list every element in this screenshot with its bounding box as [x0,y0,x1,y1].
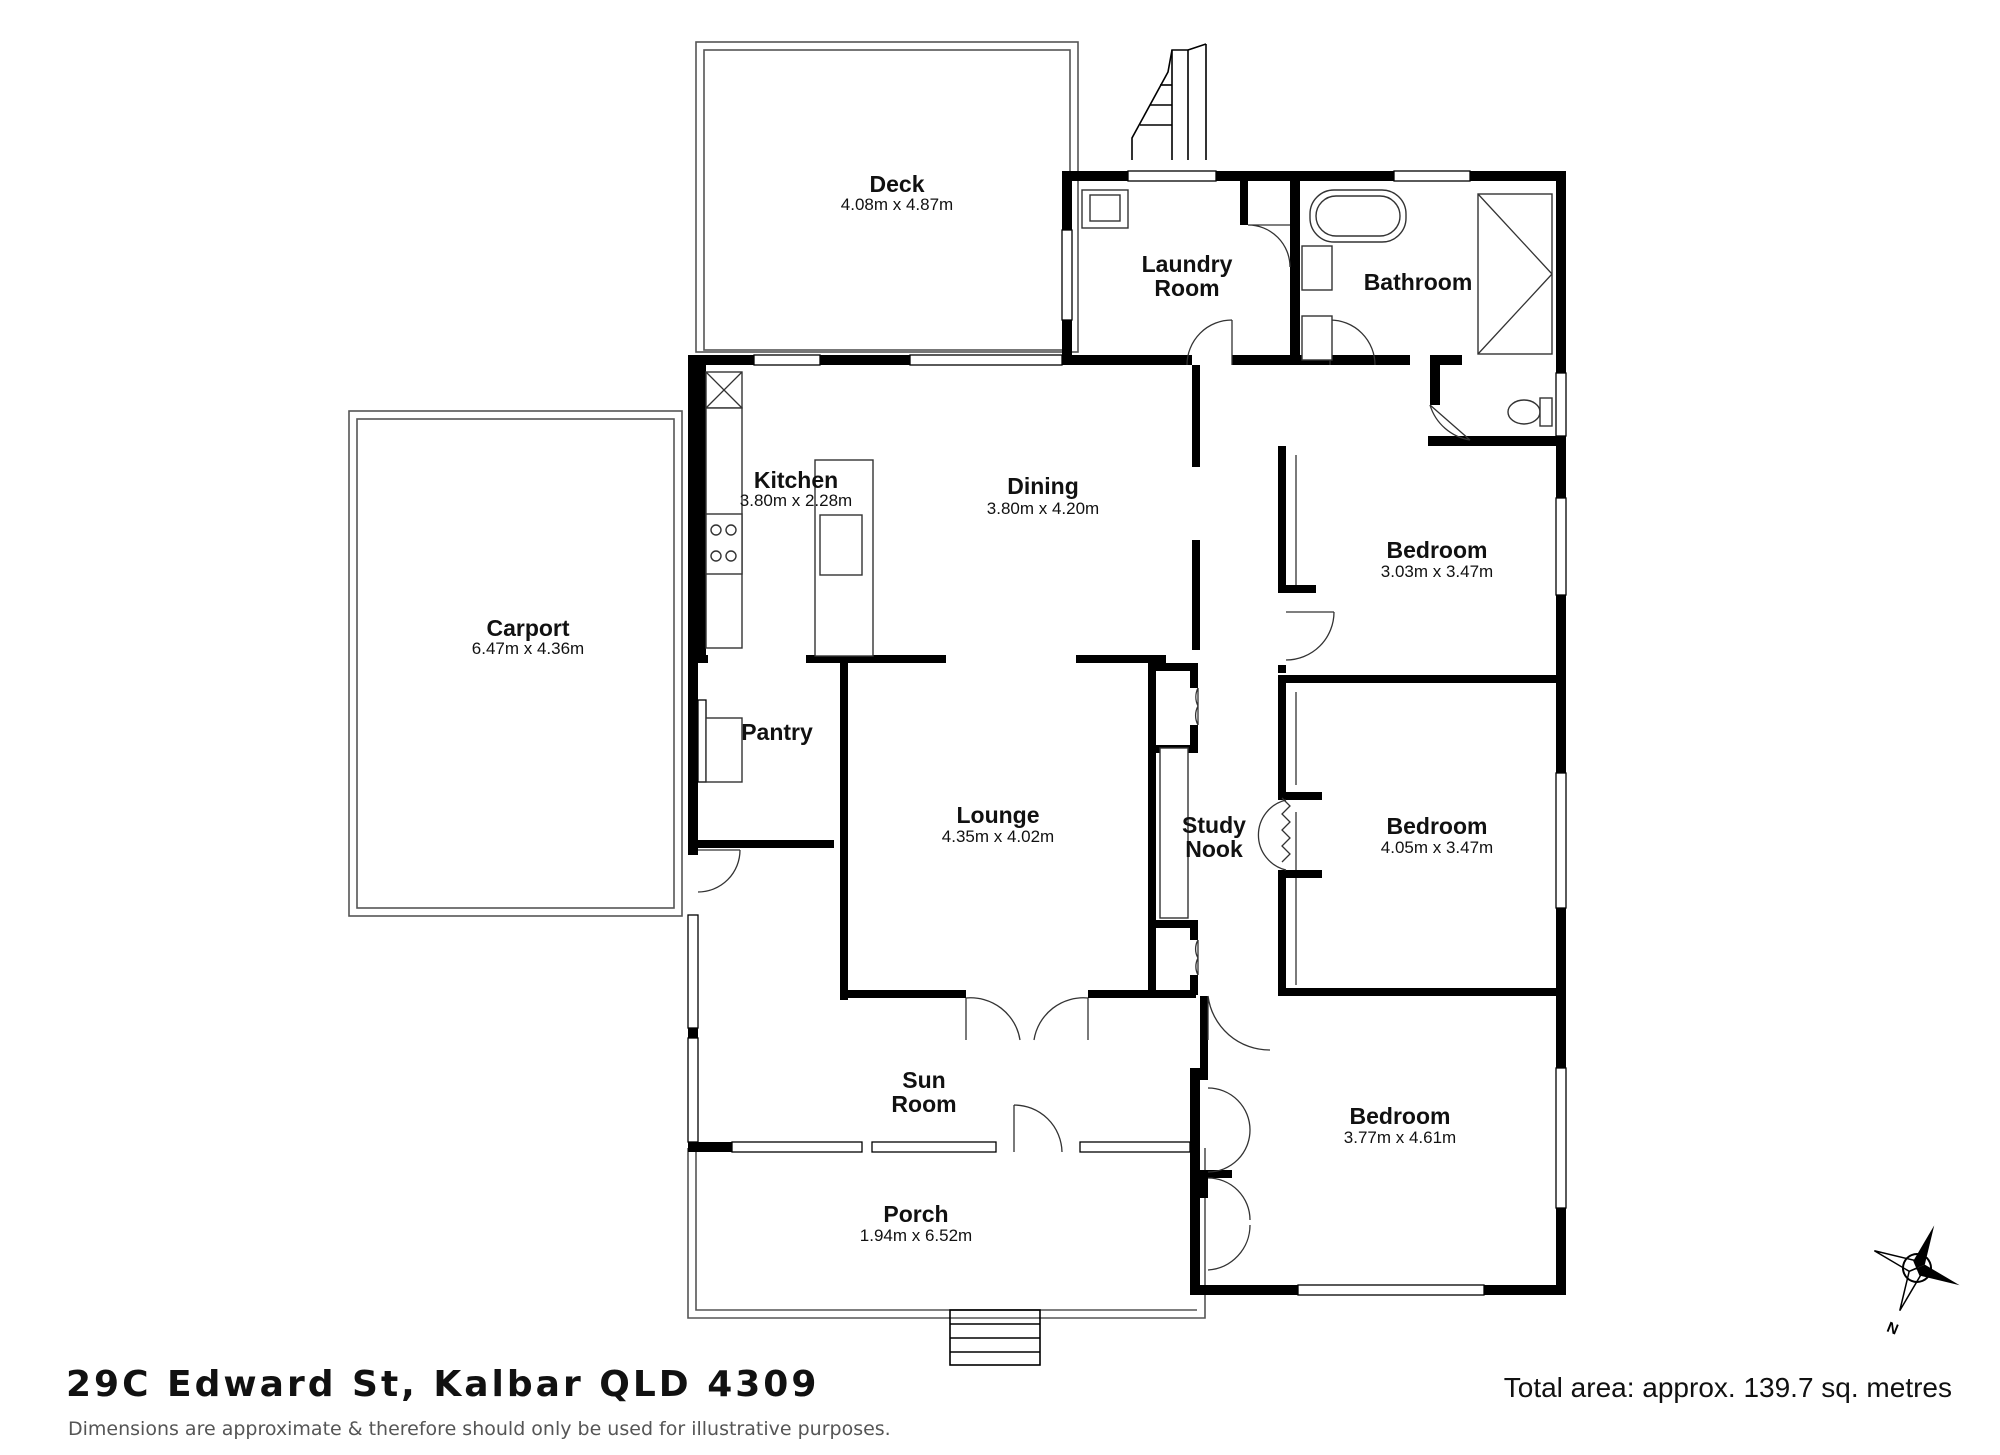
kitchen-sink [819,514,863,576]
svg-text:3.77m x 4.61m: 3.77m x 4.61m [1344,1128,1456,1147]
room-bedroom-1: Bedroom 3.03m x 3.47m [1381,537,1493,581]
disclaimer: Dimensions are approximate & therefore s… [68,1418,891,1440]
cooktop [705,513,743,575]
property-address: 29C Edward St, Kalbar QLD 4309 [66,1364,820,1405]
fixtures [705,189,1553,919]
doors [697,224,1471,1271]
toilet [1507,399,1541,425]
interior-walls [698,181,1566,1198]
deck-stairs [1131,43,1207,160]
room-laundry: Laundry Room [1142,251,1233,301]
room-lounge: Lounge 4.35m x 4.02m [942,802,1054,846]
svg-text:1.94m x 6.52m: 1.94m x 6.52m [860,1226,972,1245]
pantry-sink [705,717,743,783]
svg-text:Kitchen: Kitchen [754,467,838,493]
svg-text:Porch: Porch [883,1201,948,1227]
svg-text:3.03m x 3.47m: 3.03m x 3.47m [1381,562,1493,581]
compass-icon: N [1873,1225,1960,1339]
room-bedroom-3: Bedroom 3.77m x 4.61m [1344,1103,1456,1147]
shower [1477,193,1553,355]
total-area: Total area: approx. 139.7 sq. metres [1503,1372,1952,1403]
svg-text:Sun: Sun [902,1067,945,1093]
svg-text:6.47m x 4.36m: 6.47m x 4.36m [472,639,584,658]
compass-label: N [1884,1319,1900,1339]
svg-text:Dining: Dining [1007,473,1079,499]
room-deck: Deck 4.08m x 4.87m [841,171,953,214]
room-kitchen: Kitchen 3.80m x 2.28m [740,467,852,510]
porch-steps [949,1309,1041,1366]
svg-text:4.35m x 4.02m: 4.35m x 4.02m [942,827,1054,846]
svg-text:Bedroom: Bedroom [1387,813,1488,839]
svg-text:Carport: Carport [486,615,569,641]
study-desk [1159,747,1189,919]
svg-text:3.80m x 2.28m: 3.80m x 2.28m [740,491,852,510]
room-pantry: Pantry [741,719,813,745]
windows [687,170,1567,1296]
svg-text:Room: Room [891,1091,956,1117]
svg-text:Bedroom: Bedroom [1387,537,1488,563]
room-study-nook: Study Nook [1182,812,1246,862]
basin [1301,245,1333,291]
room-porch: Porch 1.94m x 6.52m [860,1201,972,1245]
room-carport: Carport 6.47m x 4.36m [472,615,584,658]
carport-outline [348,410,683,917]
room-bathroom: Bathroom [1364,269,1473,295]
svg-text:Study: Study [1182,812,1246,838]
svg-text:Room: Room [1154,275,1219,301]
room-dining: Dining 3.80m x 4.20m [987,473,1099,518]
svg-text:3.80m x 4.20m: 3.80m x 4.20m [987,499,1099,518]
svg-text:Bathroom: Bathroom [1364,269,1473,295]
svg-text:Lounge: Lounge [956,802,1039,828]
svg-text:Nook: Nook [1185,836,1243,862]
svg-text:Pantry: Pantry [741,719,813,745]
svg-text:Deck: Deck [870,171,925,197]
room-bedroom-2: Bedroom 4.05m x 3.47m [1381,813,1493,857]
svg-text:Bedroom: Bedroom [1350,1103,1451,1129]
svg-text:4.08m x 4.87m: 4.08m x 4.87m [841,195,953,214]
svg-text:4.05m x 3.47m: 4.05m x 3.47m [1381,838,1493,857]
svg-text:Laundry: Laundry [1142,251,1233,277]
room-sun-room: Sun Room [891,1067,956,1117]
